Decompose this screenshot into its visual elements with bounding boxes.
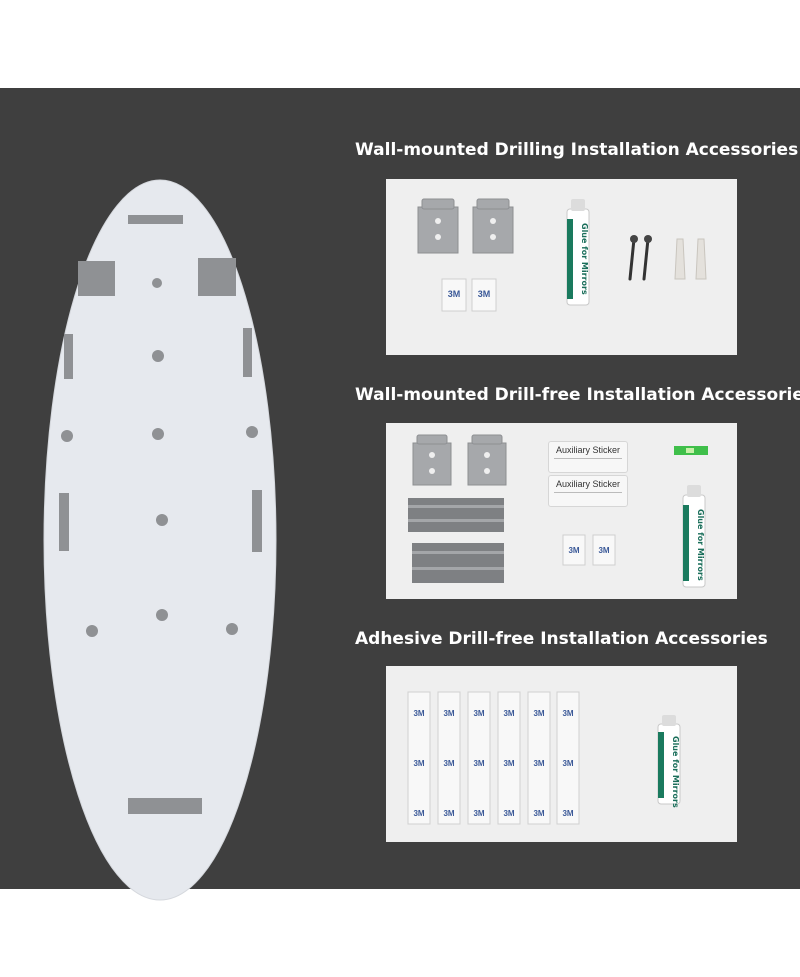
svg-text:3M: 3M [503,809,514,818]
svg-text:Glue for Mirrors: Glue for Mirrors [671,736,680,808]
drilling-accessories-photo: 3M 3M Glue for Mirrors [417,198,707,312]
drilling-accessories-card: 3M 3M Glue for Mirrors [386,179,737,355]
wall-plug-icon [674,238,707,280]
drill-free-wall-accessories-photo: 3M 3M Glue for Mirrors [408,434,708,588]
bubble-level-icon [674,446,708,455]
svg-text:3M: 3M [562,709,573,718]
svg-text:3M: 3M [448,289,461,299]
glue-tube-icon: Glue for Mirrors [682,485,706,588]
mirror-top-adhesive-strip [128,215,183,224]
dark-background-panel: Wall-mounted Drilling Installation Acces… [0,88,800,901]
section-title-drilling: Wall-mounted Drilling Installation Acces… [355,140,799,160]
glue-tube-icon: Glue for Mirrors [566,199,590,306]
mirror-left-strip-lower [59,493,69,551]
svg-text:3M: 3M [598,546,609,555]
svg-text:Glue for Mirrors: Glue for Mirrors [580,223,589,295]
svg-text:3M: 3M [413,709,424,718]
svg-text:Glue for Mirrors: Glue for Mirrors [696,509,705,581]
wall-bracket-icon [412,434,507,486]
svg-text:3M: 3M [478,289,491,299]
svg-text:3M: 3M [413,759,424,768]
section-title-drill-free-wall: Wall-mounted Drill-free Installation Acc… [355,385,800,405]
svg-text:3M: 3M [413,809,424,818]
glue-tube-icon: Glue for Mirrors [657,715,681,808]
svg-text:3M: 3M [473,759,484,768]
mirror-left-pad [78,261,115,296]
adhesive-accessories-card: 3M 3M 3M 3M 3M 3M 3M 3M 3M 3M 3M 3M 3M 3M 3M 3M 3M 3… [386,666,737,842]
svg-text:3M: 3M [533,809,544,818]
mirror-bottom-adhesive-strip [128,798,202,814]
mirror-right-pad [198,258,236,296]
auxiliary-sticker-1: Auxiliary Sticker [548,441,628,473]
svg-text:3M: 3M [503,709,514,718]
mirror-dots [61,278,258,637]
metal-strip-icon [408,498,504,583]
mirror-right-strip-lower [252,490,262,552]
section-title-adhesive: Adhesive Drill-free Installation Accesso… [355,629,768,649]
screw-icon [628,237,650,281]
drill-free-wall-accessories-card: 3M 3M Glue for Mirrors Auxiliary Sticker… [386,423,737,599]
svg-text:3M: 3M [533,709,544,718]
svg-text:3M: 3M [473,709,484,718]
svg-text:3M: 3M [533,759,544,768]
svg-text:3M: 3M [443,759,454,768]
svg-text:3M: 3M [503,759,514,768]
mirror-left-strip-upper [64,334,73,379]
svg-text:3M: 3M [568,546,579,555]
adhesive-tape-strip-icon [407,691,580,825]
auxiliary-sticker-2: Auxiliary Sticker [548,475,628,507]
auxiliary-sticker-label: Auxiliary Sticker [555,479,620,489]
svg-text:3M: 3M [562,759,573,768]
svg-text:3M: 3M [443,709,454,718]
oval-mirror-back [43,179,277,901]
svg-text:3M: 3M [443,809,454,818]
adhesive-accessories-photo: 3M 3M 3M 3M 3M 3M 3M 3M 3M 3M 3M 3M 3M 3M 3M 3M 3M 3… [407,691,681,825]
auxiliary-sticker-label: Auxiliary Sticker [555,445,620,455]
mirror-right-strip-upper [243,328,252,377]
adhesive-tape-square-icon [562,534,616,566]
svg-text:3M: 3M [562,809,573,818]
svg-text:3M: 3M [473,809,484,818]
wall-bracket-icon [417,198,514,254]
adhesive-tape-square-icon [441,278,497,312]
